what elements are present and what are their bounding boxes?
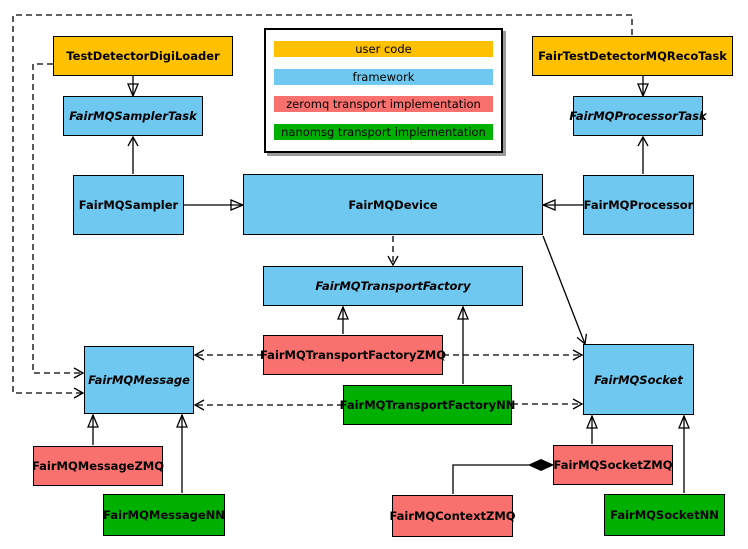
legend: user code framework zeromq transport imp…: [264, 28, 503, 153]
node-label: FairMQMessage: [88, 373, 190, 387]
node-label: FairMQTransportFactoryNN: [339, 398, 516, 412]
node-fairmq-transport-factory: FairMQTransportFactory: [263, 266, 523, 306]
node-label: FairMQMessageNN: [103, 508, 225, 522]
node-label: FairMQContextZMQ: [389, 509, 516, 523]
legend-label: framework: [352, 69, 415, 84]
node-fairmq-device: FairMQDevice: [243, 174, 543, 235]
node-fairmq-sampler: FairMQSampler: [73, 175, 184, 235]
node-test-detector-digi-loader: TestDetectorDigiLoader: [53, 36, 233, 76]
node-fairmq-message-zmq: FairMQMessageZMQ: [31, 446, 165, 486]
node-label: FairMQSamplerTask: [69, 109, 197, 123]
node-fairmq-context-zmq: FairMQContextZMQ: [389, 495, 516, 537]
node-fairmq-socket: FairMQSocket: [583, 344, 694, 415]
legend-label: user code: [355, 42, 412, 57]
node-label: FairMQDevice: [348, 197, 438, 212]
node-fairmq-socket-zmq: FairMQSocketZMQ: [553, 445, 673, 485]
node-label: FairMQSocketNN: [610, 508, 719, 522]
node-fairmq-message: FairMQMessage: [84, 346, 194, 414]
node-fairmq-socket-nn: FairMQSocketNN: [604, 494, 725, 536]
node-label: FairTestDetectorMQRecoTask: [538, 49, 727, 63]
node-fairmq-processor: FairMQProcessor: [583, 175, 694, 235]
node-fairmq-transport-factory-zmq: FairMQTransportFactoryZMQ: [260, 335, 447, 375]
edge-contextzmq-composed-in-socketzmq: [452, 464, 529, 494]
node-label: FairMQTransportFactoryZMQ: [260, 348, 447, 362]
filled-diamond-composition-icon: [527, 458, 555, 472]
node-fairmq-processor-task: FairMQProcessorTask: [569, 96, 707, 136]
node-label: FairMQProcessorTask: [569, 109, 707, 123]
node-fair-test-detector-mq-reco-task: FairTestDetectorMQRecoTask: [532, 36, 733, 76]
node-fairmq-sampler-task: FairMQSamplerTask: [63, 96, 203, 136]
edge-device-uses-socket: [542, 235, 588, 346]
node-fairmq-message-nn: FairMQMessageNN: [103, 494, 225, 536]
legend-item-nanomsg: nanomsg transport implementation: [274, 123, 493, 140]
legend-label: nanomsg transport implementation: [281, 124, 486, 139]
legend-item-user-code: user code: [274, 41, 493, 58]
legend-label: zeromq transport implementation: [286, 97, 481, 112]
node-label: FairMQSocket: [594, 372, 683, 387]
node-label: FairMQMessageZMQ: [31, 459, 165, 473]
node-label: FairMQSocketZMQ: [553, 458, 673, 472]
node-fairmq-transport-factory-nn: FairMQTransportFactoryNN: [340, 385, 515, 425]
legend-item-framework: framework: [274, 68, 493, 85]
node-label: FairMQProcessor: [583, 198, 694, 212]
node-label: FairMQTransportFactory: [315, 279, 471, 293]
node-label: FairMQSampler: [78, 198, 179, 212]
node-label: TestDetectorDigiLoader: [66, 49, 220, 63]
legend-item-zeromq: zeromq transport implementation: [274, 96, 493, 113]
